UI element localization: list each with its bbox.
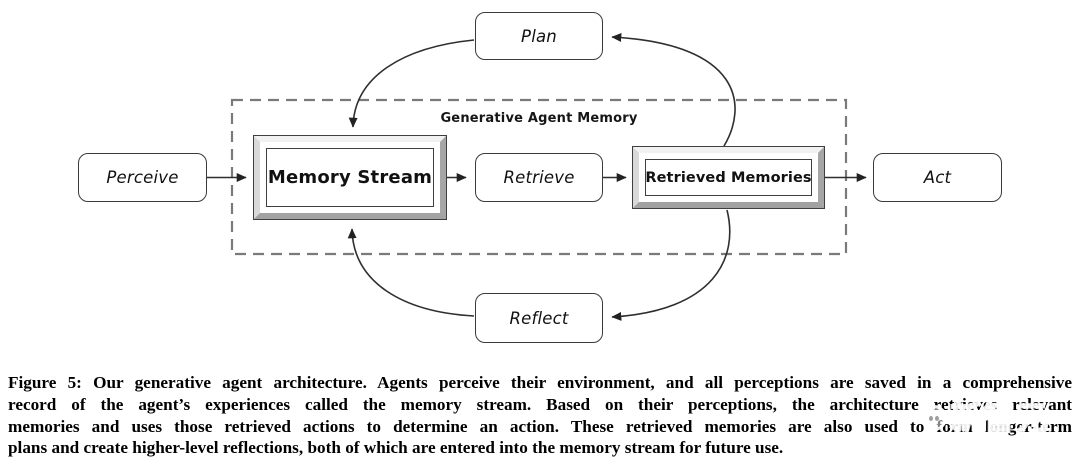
retrieved-memories-bevel: Retrieved Memories: [633, 147, 824, 208]
caption-line-1: Figure 5: Our generative agent architect…: [8, 373, 1072, 392]
reflect-label: Reflect: [509, 308, 569, 328]
memory-stream-bevel: Memory Stream: [254, 136, 446, 219]
act-label: Act: [923, 168, 952, 187]
figure-caption: Figure 5: Our generative agent architect…: [8, 372, 1072, 459]
retrieve-label: Retrieve: [503, 168, 575, 187]
generative-agent-memory-label: Generative Agent Memory: [440, 111, 638, 126]
arrow-retrieved-memories-to-plan: [611, 33, 736, 147]
node-memory-stream: Memory Stream: [253, 135, 447, 220]
arrow-plan-to-memory-stream: [348, 39, 475, 128]
node-retrieved-memories: Retrieved Memories: [632, 146, 825, 209]
caption-line-4: plans and create higher-level reflection…: [8, 438, 784, 458]
node-act: Act: [873, 153, 1002, 202]
node-retrieve: Retrieve: [475, 153, 603, 202]
caption-line-3: memories and uses those retrieved action…: [8, 416, 1072, 436]
node-plan: Plan: [475, 12, 603, 60]
memory-stream-inner: Memory Stream: [266, 148, 434, 207]
node-reflect: Reflect: [475, 293, 603, 343]
retrieved-memories-inner: Retrieved Memories: [645, 159, 812, 196]
plan-label: Plan: [521, 26, 557, 46]
arrow-retrieved-memories-to-reflect: [611, 209, 731, 321]
diagram-arrows-layer: [207, 33, 867, 321]
retrieved-memories-label: Retrieved Memories: [645, 169, 812, 186]
arrow-reflect-to-memory-stream: [347, 228, 475, 317]
memory-stream-label: Memory Stream: [267, 167, 433, 188]
perceive-label: Perceive: [106, 168, 179, 187]
node-perceive: Perceive: [78, 153, 207, 202]
caption-line-2: record of the agent’s experiences called…: [8, 394, 1072, 414]
